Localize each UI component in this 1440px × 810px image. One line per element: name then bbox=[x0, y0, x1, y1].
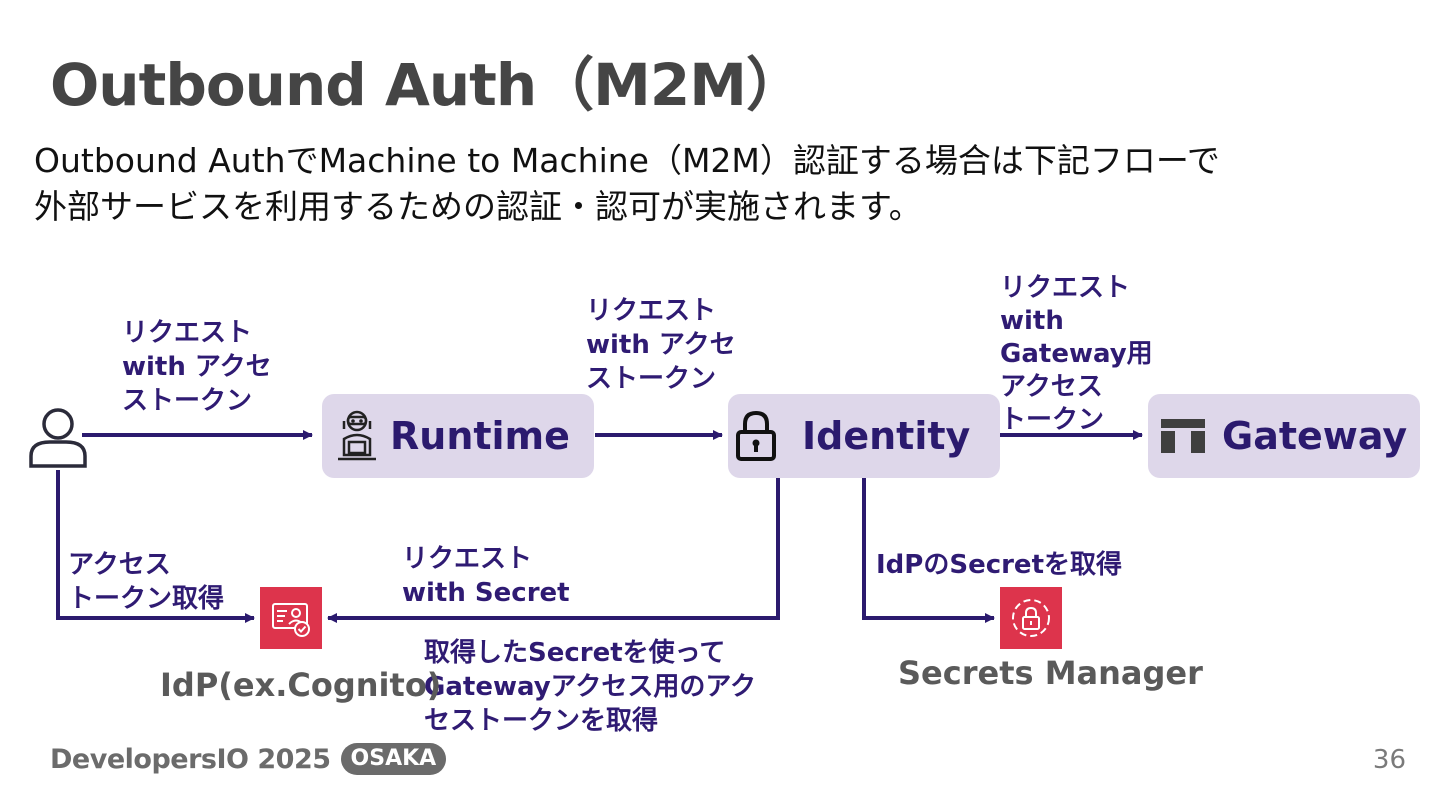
label-runtime-to-identity: リクエスト with アクセ ストークン bbox=[586, 296, 736, 394]
slide-description: Outbound AuthでMachine to Machine（M2M）認証す… bbox=[34, 138, 1220, 230]
label-user-to-runtime: リクエスト with アクセ ストークン bbox=[122, 318, 272, 416]
page-number: 36 bbox=[1372, 745, 1406, 775]
brand-badge: OSAKA bbox=[340, 743, 447, 775]
label-identity-to-idp: リクエスト with Secret bbox=[402, 544, 570, 608]
gateway-label: Gateway bbox=[1222, 414, 1408, 458]
label-secret-usage: 取得したSecretを使って Gatewayアクセス用のアク セストークンを取得 bbox=[424, 638, 757, 736]
label-user-to-idp: アクセス トークン取得 bbox=[68, 550, 225, 614]
robot-icon bbox=[338, 410, 376, 461]
gateway-node: Gateway bbox=[1148, 394, 1420, 478]
description-line-1: Outbound AuthでMachine to Machine（M2M）認証す… bbox=[34, 141, 1220, 180]
slide-title: Outbound Auth（M2M） bbox=[50, 51, 804, 119]
arrow-identity-to-idp bbox=[327, 478, 780, 623]
idp-label: IdP(ex.Cognito) bbox=[160, 666, 442, 704]
label-identity-to-gateway: リクエスト with Gateway用 アクセス トークン bbox=[1000, 273, 1153, 435]
secrets-manager-icon bbox=[1000, 587, 1062, 649]
identity-node: Identity bbox=[728, 394, 1000, 478]
runtime-node: Runtime bbox=[322, 394, 594, 478]
runtime-label: Runtime bbox=[390, 414, 570, 458]
description-line-2: 外部サービスを利用するための認証・認可が実施されます。 bbox=[34, 187, 922, 226]
label-identity-to-secrets: IdPのSecretを取得 bbox=[876, 550, 1122, 580]
user-icon bbox=[29, 408, 87, 468]
cognito-icon bbox=[260, 587, 322, 649]
gateway-icon bbox=[1161, 419, 1205, 453]
identity-label: Identity bbox=[802, 414, 971, 458]
brand-name: DevelopersIO 2025 bbox=[50, 743, 331, 775]
arrow-user-to-idp bbox=[56, 470, 255, 623]
secrets-manager-label: Secrets Manager bbox=[898, 654, 1203, 692]
lock-icon bbox=[736, 410, 776, 461]
footer-brand: DevelopersIO 2025 OSAKA bbox=[50, 743, 447, 775]
arrow-identity-to-secrets bbox=[862, 478, 995, 623]
